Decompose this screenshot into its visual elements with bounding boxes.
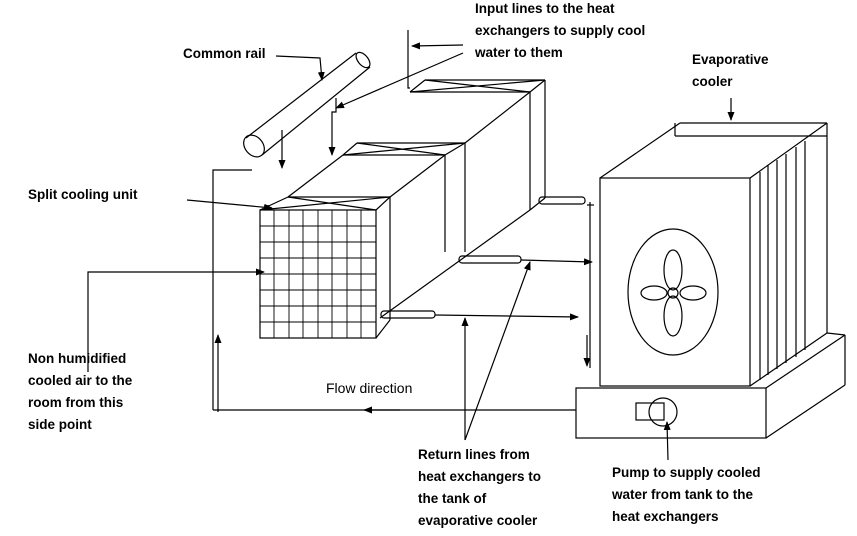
non-humidified-label-line-2: cooled air to the xyxy=(28,373,133,388)
return-lines-label-line-3: the tank of xyxy=(418,491,487,506)
pump-label-line-3: heat exchangers xyxy=(612,509,719,524)
water-loop xyxy=(212,169,591,412)
non-humidified-label-line-1: Non humidified xyxy=(28,351,127,366)
evaporative-cooler-label: Evaporative cooler xyxy=(692,49,769,93)
return-flow-arrows xyxy=(434,204,594,321)
non-humidified-air-label: Non humidified cooled air to the room fr… xyxy=(28,348,132,436)
return-lines-label-line-4: evaporative cooler xyxy=(418,513,538,528)
unit-grid xyxy=(260,210,376,338)
label-leaders xyxy=(87,42,735,461)
cooler-tank xyxy=(575,332,846,439)
evaporative-cooler xyxy=(599,122,828,387)
input-lines-label: Input lines to the heat exchangers to su… xyxy=(475,0,645,64)
return-lines-label-line-2: heat exchangers to xyxy=(418,469,542,484)
evaporative-cooler-label-line-2: cooler xyxy=(692,74,733,89)
split-cooling-unit-label: Split cooling unit xyxy=(28,187,138,202)
common-rail-pipe xyxy=(243,51,371,158)
flow-direction-label: Flow direction xyxy=(326,380,413,396)
non-humidified-label-line-3: room from this xyxy=(28,395,124,410)
common-rail-label: Common rail xyxy=(183,46,266,61)
input-lines-label-line-1: Input lines to the heat xyxy=(475,1,615,16)
input-lines-label-line-2: exchangers to supply cool xyxy=(475,23,646,38)
return-lines-label-line-1: Return lines from xyxy=(418,447,530,462)
input-lines-label-line-3: water to them xyxy=(475,45,563,60)
pump-label-line-2: water from tank to the xyxy=(612,487,754,502)
non-humidified-label-line-4: side point xyxy=(28,417,92,432)
evaporative-cooler-label-line-1: Evaporative xyxy=(692,52,769,67)
pump-label: Pump to supply cooled water from tank to… xyxy=(612,462,761,528)
return-pipe-stubs xyxy=(380,196,586,319)
pump-label-line-1: Pump to supply cooled xyxy=(612,465,761,480)
return-lines-label: Return lines from heat exchangers to the… xyxy=(418,444,541,532)
pump xyxy=(635,397,678,427)
